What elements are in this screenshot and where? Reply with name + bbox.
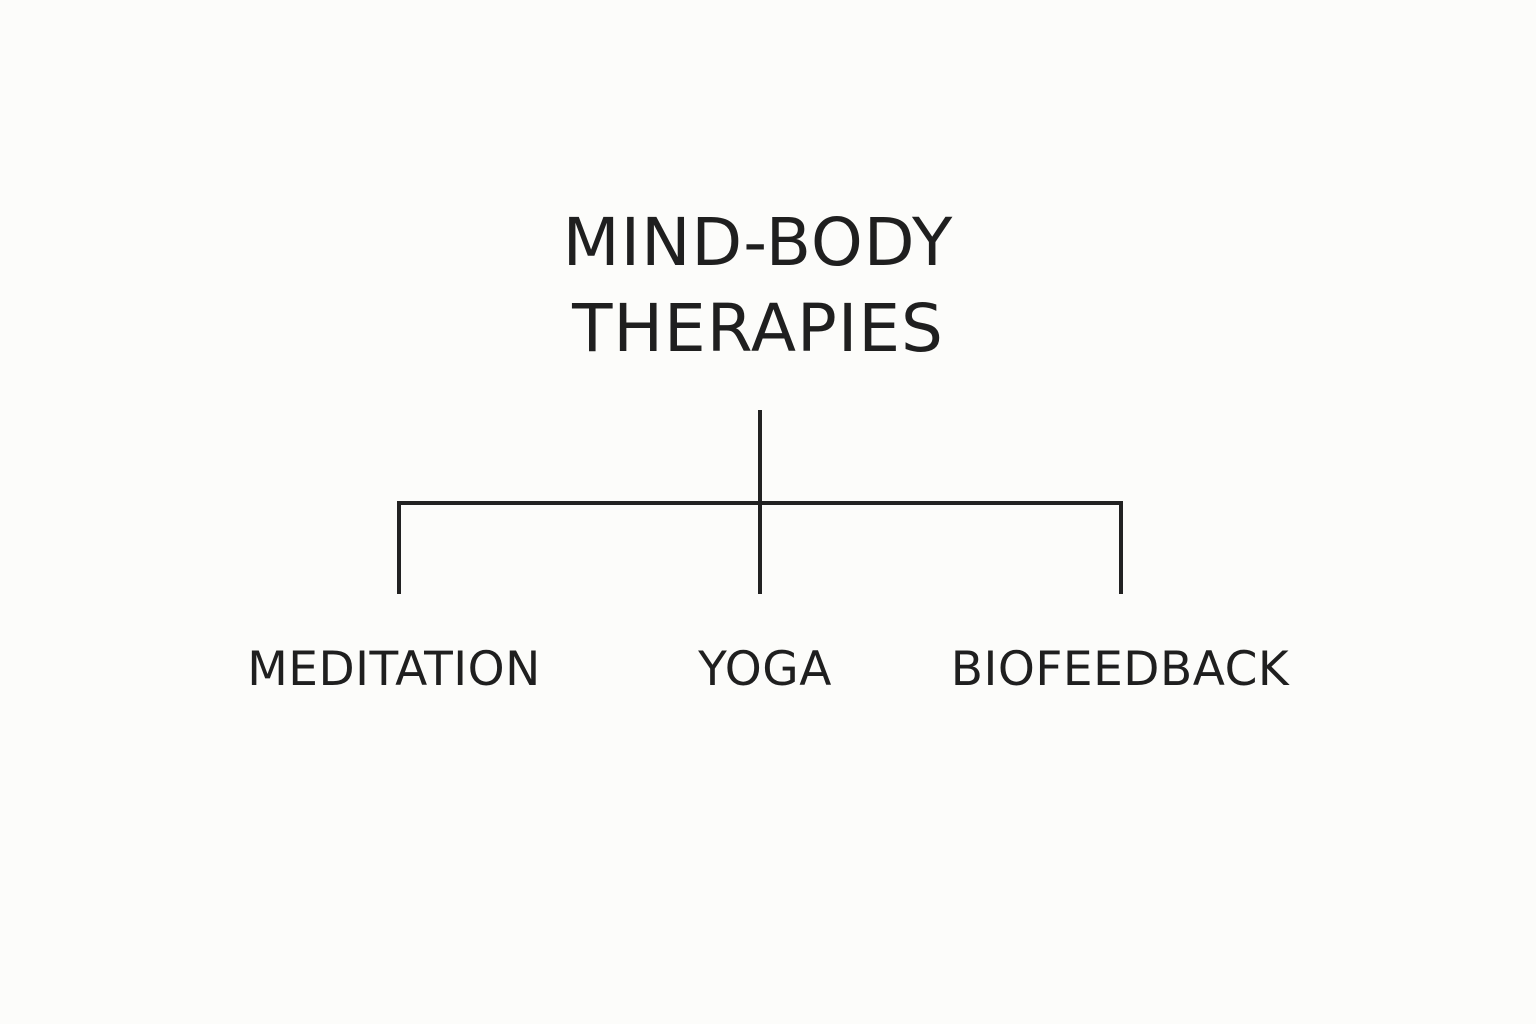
child-node-biofeedback: BIOFEEDBACK <box>950 642 1290 697</box>
root-node-title: MIND-BODY THERAPIES <box>562 204 954 367</box>
child-node-yoga: YOGA <box>698 642 832 697</box>
child-node-meditation: MEDITATION <box>247 642 541 697</box>
